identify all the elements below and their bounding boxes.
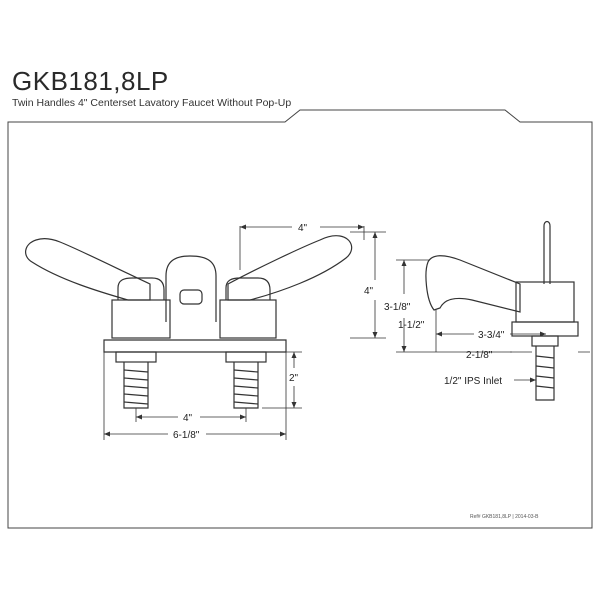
dim-shank-line xyxy=(262,351,302,409)
right-handle-collar xyxy=(219,299,277,339)
left-wing-handle xyxy=(25,238,151,301)
left-shank-nut xyxy=(115,351,157,363)
arrow-spout-top xyxy=(401,260,407,266)
right-wing-handle xyxy=(227,235,353,301)
dim-right-height-line xyxy=(350,231,386,339)
arrow-reach-left xyxy=(436,331,442,337)
arrow-inlet xyxy=(530,377,536,383)
label-deck-height: 2-1/8" xyxy=(466,350,493,361)
side-body xyxy=(515,281,575,323)
spout-aerator xyxy=(179,289,203,305)
arrow-shank-top xyxy=(291,352,297,358)
side-shank xyxy=(535,346,555,401)
arrow-reach-right xyxy=(540,331,546,337)
side-spout xyxy=(425,255,521,313)
label-overall-width: 6-1/8" xyxy=(173,430,200,441)
label-top-width: 4" xyxy=(298,223,308,234)
side-shank-nut xyxy=(531,335,559,347)
left-handle-collar xyxy=(111,299,171,339)
left-shank-thread xyxy=(123,369,149,405)
arrow-center-left xyxy=(136,414,142,420)
right-shank xyxy=(233,362,259,409)
arrow-center-right xyxy=(240,414,246,420)
right-handle-base xyxy=(225,277,271,300)
left-shank xyxy=(123,362,149,409)
label-center-spacing: 4" xyxy=(183,413,193,424)
label-shank-length: 2" xyxy=(289,373,299,384)
label-spout-clearance: 1-1/2" xyxy=(398,320,425,331)
label-spout-reach: 3-3/4" xyxy=(478,330,505,341)
arrow-top-left xyxy=(240,224,246,230)
label-inlet: 1/2" IPS Inlet xyxy=(444,376,502,387)
label-spout-height: 3-1/8" xyxy=(384,302,411,313)
arrow-overall-left xyxy=(104,431,110,437)
arrow-top-right xyxy=(358,224,364,230)
model-title: GKB181,8LP xyxy=(12,66,169,96)
arrow-right-height-bottom xyxy=(372,332,378,338)
side-lever xyxy=(543,220,551,284)
right-shank-nut xyxy=(225,351,267,363)
left-handle-base xyxy=(117,277,165,300)
deck-plate xyxy=(103,339,287,353)
arrow-shank-bottom xyxy=(291,402,297,408)
side-shank-thread xyxy=(535,355,555,389)
arrow-overall-right xyxy=(280,431,286,437)
dim-center-line xyxy=(135,408,247,422)
product-subtitle: Twin Handles 4" Centerset Lavatory Fauce… xyxy=(12,97,292,109)
drawing-frame xyxy=(7,109,593,529)
center-spout-body xyxy=(165,255,217,322)
arrow-right-height-top xyxy=(372,232,378,238)
part-reference: Ref# GKB181,8LP | 2014-03-B xyxy=(470,514,539,520)
dim-spout-height-line xyxy=(396,259,512,353)
dim-overall-line xyxy=(103,352,287,440)
arrow-spout-bottom xyxy=(401,346,407,352)
right-shank-thread xyxy=(233,369,259,405)
label-right-height: 4" xyxy=(364,286,374,297)
dim-top-width-line xyxy=(239,226,365,270)
